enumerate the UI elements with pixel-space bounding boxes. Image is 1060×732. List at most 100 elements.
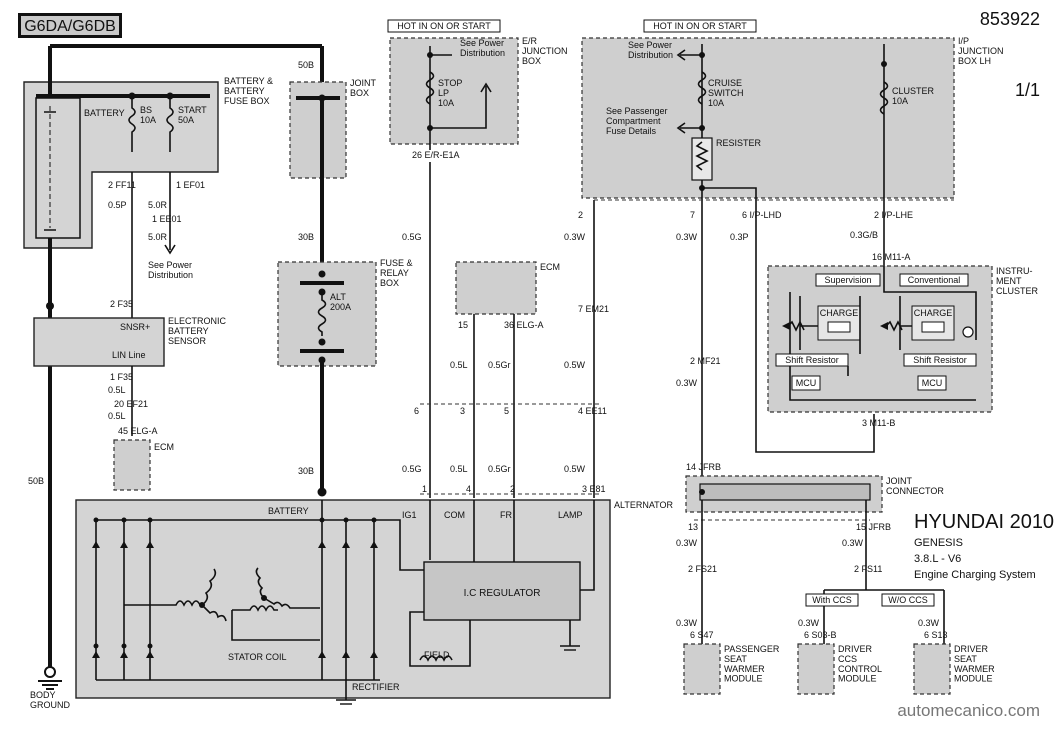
wire-label-0-3p: 0.3P [730,232,749,242]
charge-a-label: CHARGE [820,308,859,318]
conn-jfrb14: 14 JFRB [686,462,721,472]
driver-seat-module [913,643,951,695]
stator-coil-label: STATOR COIL [228,652,287,662]
ig1-label: IG1 [402,510,417,520]
wire-label-0-3w-a: 0.3W [564,232,586,242]
hot-label-2: HOT IN ON OR START [643,19,757,33]
conn-s47: 6 S47 [690,630,714,640]
engine-code-tag: G6DA/G6DB [18,13,122,38]
wire-label-30b-b: 30B [298,466,314,476]
fr-label: FR [500,510,512,520]
wo-ccs-tag [881,593,935,607]
driver-ccs-module [797,643,835,695]
conventional-label: Conventional [908,275,961,285]
passenger-seat-module [683,643,721,695]
shift-b-label: Shift Resistor [913,355,967,365]
svg-text:G6DA/G6DB: G6DA/G6DB [24,18,116,35]
wire-label-50b-left: 50B [28,476,44,486]
supervision-label: Supervision [824,275,871,285]
conn-ee01: 1 EE01 [152,214,182,224]
brand-title: HYUNDAI 2010 [914,511,1054,533]
conn-ff11: 2 FF11 [108,180,136,190]
battery-sensor [33,317,165,367]
battery-fuse-box [23,81,219,249]
conn-e81-4: 4 [466,484,471,494]
wire-label-0-3w-f: 0.3W [676,618,698,628]
conn-e81-1: 1 [422,484,427,494]
doc-number: 853922 [980,9,1040,29]
wire-label-5-0r-b: 5.0R [148,232,168,242]
rectifier-label: RECTIFIER [352,682,400,692]
wire-label-0-3w-c: 0.3W [676,378,698,388]
wire-label-0-5l-b: 0.5L [108,411,126,421]
wire-label-0-3gb: 0.3G/B [850,230,878,240]
mcu-a [791,375,821,391]
conn-ee11-5: 5 [504,406,509,416]
conn-mf21: 2 MF21 [690,356,721,366]
conn-ee11-6: 6 [414,406,419,416]
wire-label-0-3w-g: 0.3W [798,618,820,628]
alternator-label: ALTERNATOR [614,500,674,510]
wire-label-50b-top: 50B [298,60,314,70]
conn-ee11: 4 EE11 [578,406,607,416]
conn-f35a: 2 F35 [110,299,133,309]
ecm-top-label: ECM [540,262,560,272]
wire-label-5-0r-a: 5.0R [148,200,168,210]
shift-resistor-a [775,353,849,367]
stator-coil [124,567,320,641]
wo-ccs-label: W/O CCS [888,595,928,605]
conn-ip2: 2 [578,210,583,220]
wire-label-0-5g-b: 0.5G [402,464,422,474]
with-ccs-tag [805,593,859,607]
conn-er-e1a: 26 E/R-E1A [412,150,460,160]
wire-label-0-3w-b: 0.3W [676,232,698,242]
model-title: GENESIS [914,537,963,549]
conventional-tag [899,273,969,287]
conn-iplhe: 2 I/P-LHE [874,210,913,220]
rectifier-left [92,517,380,681]
conn-fs21: 2 FS21 [688,564,717,574]
with-ccs-label: With CCS [812,595,852,605]
charge-lamp-a [817,305,861,341]
conn-jfrb15: 15 JFRB [856,522,891,532]
wire-label-30b-a: 30B [298,232,314,242]
ecm-left [113,439,151,491]
wire-label-0-5w-a: 0.5W [564,360,586,370]
battery-label: BATTERY [84,108,125,118]
field-label: FIELD [424,650,450,660]
fuse-relay-box [277,261,377,367]
alt-battery-label: BATTERY [268,506,309,516]
mcu-b [917,375,947,391]
conn-elga-t: 36 ELG-A [504,320,544,330]
wire-label-0-5gr-a: 0.5Gr [488,360,511,370]
svg-text:HOT IN ON OR START: HOT IN ON OR START [653,21,747,31]
mcu-a-label: MCU [796,378,817,388]
conn-s03b: 6 S03-B [804,630,837,640]
ip-junction-box [581,37,955,199]
conn-15: 15 [458,320,468,330]
page-number: 1/1 [1015,80,1040,100]
resister-label: RESISTER [716,138,762,148]
rectifier-right [318,500,378,680]
conn-e81-2: 2 [510,484,515,494]
conn-s13: 6 S13 [924,630,948,640]
wire-label-0-5l-d: 0.5L [450,464,468,474]
wire-label-0-5p: 0.5P [108,200,127,210]
wire-label-0-5g-a: 0.5G [402,232,422,242]
conn-em21: 7 EM21 [578,304,609,314]
